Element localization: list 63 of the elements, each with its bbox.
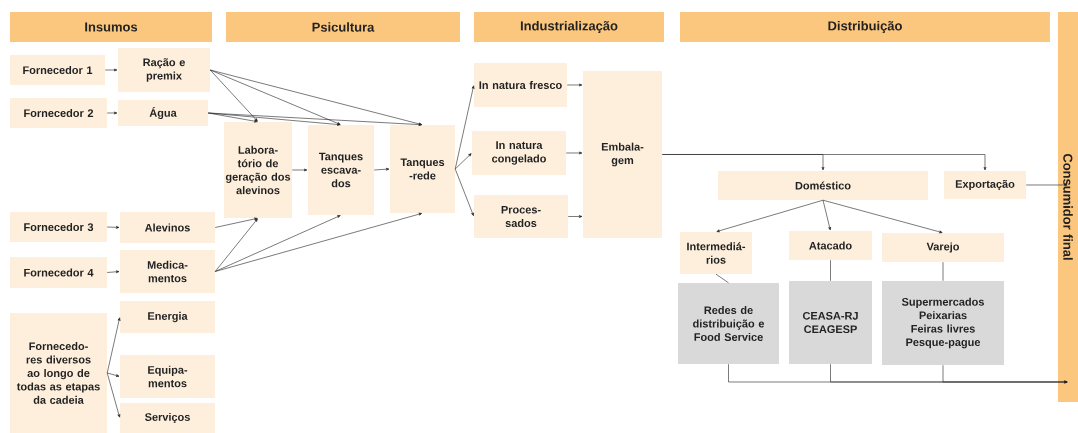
arrow xyxy=(104,68,118,72)
arrow xyxy=(209,69,258,122)
header-band: Insumos xyxy=(10,12,212,42)
process-box: Embala- gem xyxy=(583,71,662,238)
arrow xyxy=(454,168,474,216)
arrow xyxy=(565,151,583,155)
arrow xyxy=(716,199,824,233)
process-box: In natura congelado xyxy=(472,131,566,175)
arrow xyxy=(822,199,831,231)
arrow xyxy=(209,69,341,125)
process-box: Ração e premix xyxy=(118,48,210,92)
process-box: Labora- tório de geração dos alevinos xyxy=(224,122,292,218)
connector-line xyxy=(942,261,944,282)
process-box: Doméstico xyxy=(718,171,928,200)
arrow xyxy=(106,226,120,229)
arrow xyxy=(291,168,308,172)
process-box: Fornecedor 2 xyxy=(10,98,107,128)
arrow xyxy=(106,372,121,418)
arrow xyxy=(214,218,258,272)
arrow xyxy=(661,154,987,171)
arrow xyxy=(822,199,943,234)
process-box: Água xyxy=(118,100,208,126)
process-box: Tanques escava- dos xyxy=(308,125,374,215)
process-box: Fornecedo- res diversos ao longo de todas as etapas da cadeia xyxy=(10,313,107,433)
arrow xyxy=(567,215,583,218)
arrow xyxy=(214,217,258,228)
header-band: Distribuição xyxy=(680,12,1050,42)
process-box: Intermediá- rios xyxy=(680,232,752,274)
arrow xyxy=(454,85,475,170)
arrow xyxy=(106,372,120,377)
arrow xyxy=(942,364,1068,384)
process-box: Alevinos xyxy=(120,212,215,243)
process-box: Proces- sados xyxy=(474,195,568,238)
outlet-box: Redes de distribuição e Food Service xyxy=(678,283,779,364)
arrow xyxy=(566,83,583,87)
process-box: Atacado xyxy=(789,231,872,260)
arrow xyxy=(106,317,121,374)
process-box: Varejo xyxy=(882,233,1004,262)
outlet-box: Supermercados Peixarias Feiras livres Pesque-pague xyxy=(882,281,1004,365)
process-box: Energia xyxy=(120,301,215,333)
process-box: Fornecedor 3 xyxy=(10,212,107,242)
header-band: Industrialização xyxy=(474,12,664,42)
header-band: Psicultura xyxy=(226,12,460,42)
arrow xyxy=(106,270,120,274)
process-box: Fornecedor 1 xyxy=(10,55,105,85)
process-box: Fornecedor 4 xyxy=(10,257,107,288)
process-box: Medica- mentos xyxy=(120,250,215,293)
process-box: Serviços xyxy=(120,403,215,433)
arrow xyxy=(209,69,422,126)
vertical-band: Consumidor final xyxy=(1058,12,1078,402)
arrow xyxy=(373,167,390,171)
outlet-box: CEASA-RJ CEAGESP xyxy=(789,281,872,364)
connector-line xyxy=(830,259,831,282)
process-box: Equipa- mentos xyxy=(120,355,215,398)
arrow xyxy=(214,212,422,272)
connector-line xyxy=(715,273,729,284)
arrow xyxy=(207,112,422,126)
arrow xyxy=(106,111,118,115)
arrow xyxy=(1025,183,1068,187)
arrow xyxy=(454,153,472,170)
process-box: Exportação xyxy=(944,171,1026,199)
process-box: Tanques -rede xyxy=(390,125,455,213)
process-box: In natura fresco xyxy=(474,63,567,107)
